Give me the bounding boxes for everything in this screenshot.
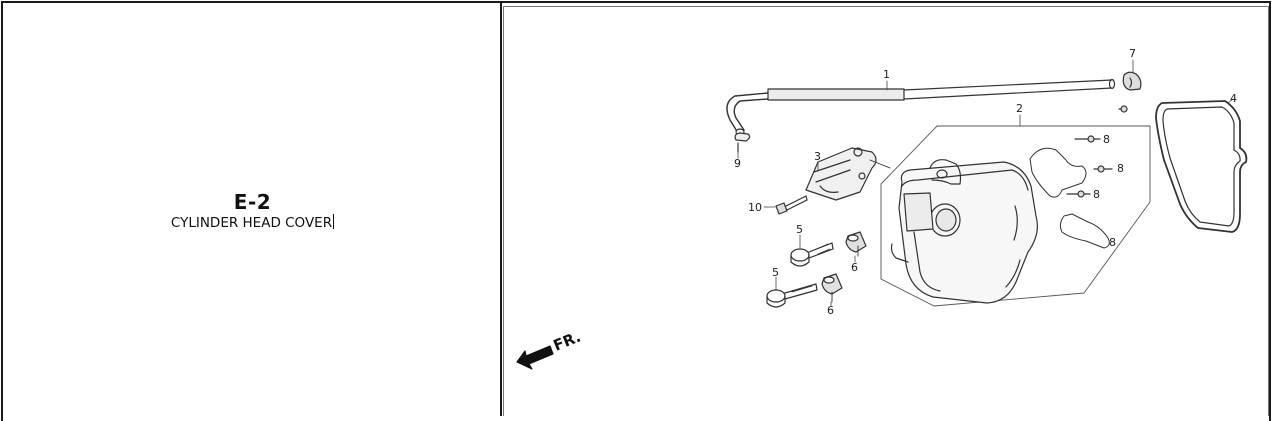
callout-8-b: 8	[1117, 162, 1124, 175]
callout-5-upper: 5	[796, 223, 803, 236]
callout-7: 7	[1129, 47, 1136, 60]
breather-plate-part	[805, 147, 891, 201]
tube-clip-part	[734, 132, 751, 153]
callout-6-upper: 6	[851, 261, 858, 274]
callout-leaders	[737, 59, 1234, 307]
mounting-bolt-upper-part	[790, 242, 834, 267]
cylinder-head-cover-part	[890, 159, 1038, 304]
tube-clamp-part	[1122, 71, 1142, 91]
callout-2: 2	[1016, 102, 1023, 115]
bolt-10-part	[775, 195, 808, 215]
section-name[interactable]: CYLINDER HEAD COVER	[170, 215, 333, 231]
text-cursor	[333, 214, 335, 229]
section-title-block: E-2 CYLINDER HEAD COVER	[0, 190, 505, 232]
head-cover-gasket-part	[1155, 100, 1248, 233]
callout-5-lower: 5	[772, 266, 779, 279]
rubber-mount-upper-part	[845, 231, 867, 257]
callout-3: 3	[814, 150, 821, 163]
callout-10: 10	[748, 201, 762, 214]
callout-1: 1	[883, 68, 890, 81]
callout-9: 9	[734, 157, 741, 170]
callout-8-d: 8	[1109, 236, 1116, 249]
wire-harness-stay-part	[1029, 147, 1110, 249]
callout-8-c: 8	[1093, 188, 1100, 201]
front-label: FR.	[551, 328, 584, 355]
mounting-bolt-lower-part	[766, 283, 818, 308]
callout-4: 4	[1230, 92, 1237, 105]
diagram-panel	[503, 6, 1269, 416]
breather-tube-part	[726, 78, 1116, 136]
rubber-mount-lower-part	[821, 273, 843, 303]
column-divider	[500, 3, 502, 416]
section-code: E-2	[233, 190, 272, 214]
callout-6-lower: 6	[827, 304, 834, 317]
callout-8-a: 8	[1103, 133, 1110, 146]
small-bolts-8-part	[1066, 105, 1128, 198]
front-direction-arrow	[516, 345, 554, 370]
